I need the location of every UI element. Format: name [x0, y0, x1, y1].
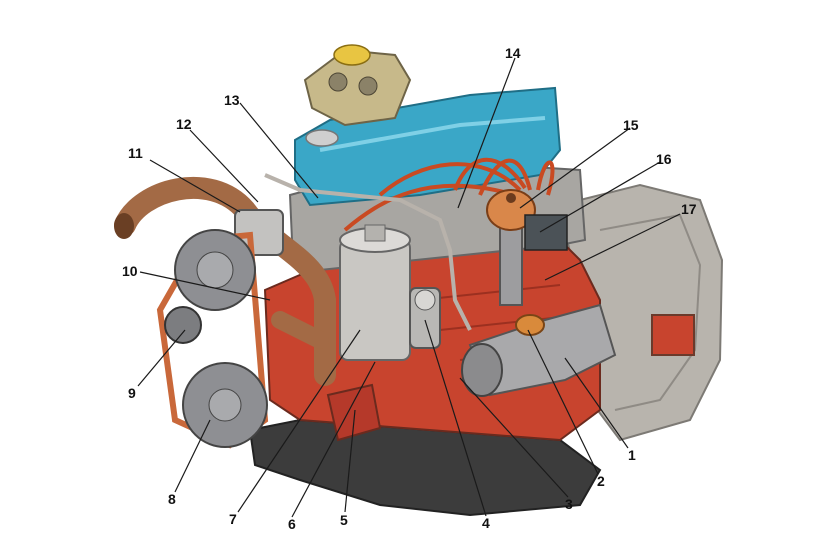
distributor-icon — [486, 189, 536, 306]
fuel-line — [264, 173, 472, 331]
callout-13: 13 — [224, 92, 240, 108]
fuel-pump-icon — [409, 287, 441, 349]
starter-motor-icon — [461, 303, 617, 397]
clutch-inspection-plate — [651, 314, 695, 356]
leader-16 — [539, 161, 661, 233]
callout-6: 6 — [288, 516, 296, 532]
callout-11: 11 — [128, 145, 143, 161]
callout-17: 17 — [681, 201, 697, 217]
callout-7: 7 — [229, 511, 237, 527]
leader-5 — [344, 409, 356, 513]
pulley-icon — [164, 229, 268, 448]
oil-filler-cap — [305, 129, 339, 147]
leader-8 — [174, 419, 211, 493]
callout-16: 16 — [656, 151, 672, 167]
leader-9 — [137, 329, 186, 387]
callout-10: 10 — [122, 263, 138, 279]
callout-12: 12 — [176, 116, 192, 132]
leader-1 — [564, 357, 629, 449]
oil-filter-icon — [339, 224, 411, 361]
callout-1: 1 — [628, 447, 636, 463]
leader-11 — [149, 159, 241, 213]
leader-12 — [189, 129, 259, 203]
leader-3 — [459, 377, 569, 498]
callout-5: 5 — [340, 512, 348, 528]
leader-15 — [519, 127, 631, 209]
callout-14: 14 — [505, 45, 521, 61]
leader-17 — [544, 213, 681, 281]
leader-14 — [457, 57, 516, 209]
water-pump — [234, 209, 284, 256]
callout-2: 2 — [597, 473, 605, 489]
callout-9: 9 — [128, 385, 136, 401]
callout-8: 8 — [168, 491, 176, 507]
leader-4 — [424, 319, 487, 517]
carburetor-icon — [303, 44, 412, 127]
ignition-wires — [343, 157, 555, 232]
callout-4: 4 — [482, 515, 490, 531]
leader-13 — [239, 102, 319, 199]
callout-15: 15 — [623, 117, 639, 133]
leader-6 — [291, 361, 376, 518]
leader-2 — [527, 329, 599, 475]
leader-10 — [139, 271, 271, 301]
callout-3: 3 — [565, 496, 573, 512]
leader-7 — [237, 329, 361, 513]
